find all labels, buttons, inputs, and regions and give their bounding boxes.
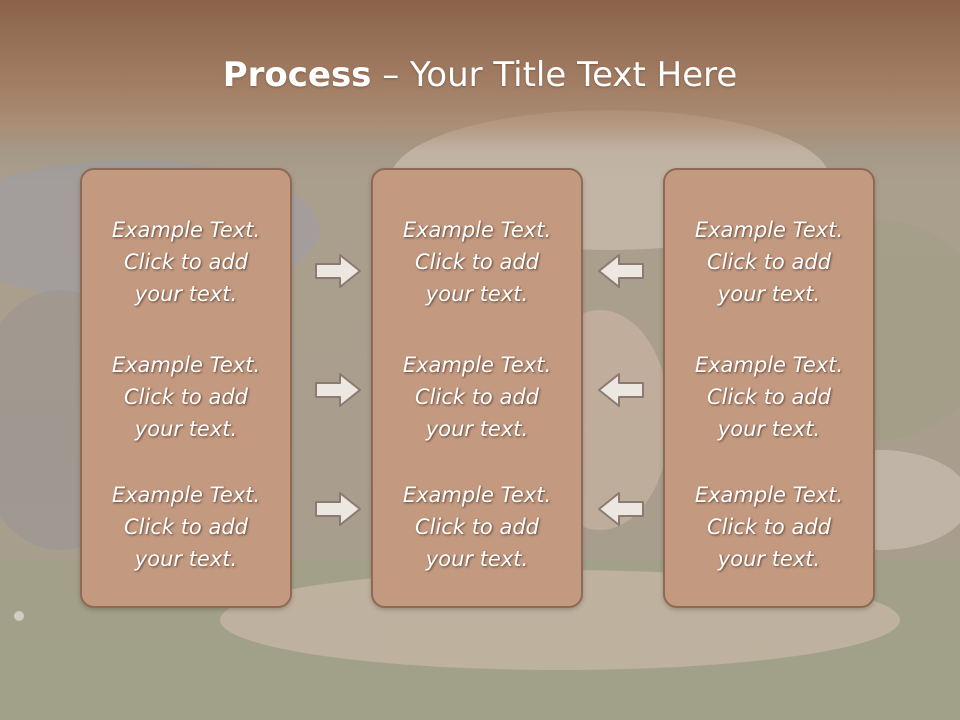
- text-line: Click to add: [414, 250, 539, 274]
- text-line: Example Text.: [402, 218, 552, 242]
- arrow-left-icon[interactable]: [597, 372, 645, 408]
- text-line: Example Text.: [402, 483, 552, 507]
- title-rest: – Your Title Text Here: [371, 55, 738, 95]
- text-line: your text.: [134, 547, 238, 571]
- text-line: your text.: [134, 417, 238, 441]
- text-line: Click to add: [706, 515, 831, 539]
- text-line: Example Text.: [402, 353, 552, 377]
- text-line: Example Text.: [111, 483, 261, 507]
- text-line: Example Text.: [694, 483, 844, 507]
- arrow-left-icon[interactable]: [597, 491, 645, 527]
- text-line: your text.: [425, 282, 529, 306]
- text-line: Example Text.: [694, 218, 844, 242]
- text-line: Click to add: [706, 385, 831, 409]
- slide-title[interactable]: Process – Your Title Text Here: [0, 52, 960, 98]
- text-line: your text.: [717, 417, 821, 441]
- text-block[interactable]: Example Text. Click to add your text.: [665, 479, 873, 575]
- text-line: your text.: [134, 282, 238, 306]
- arrow-left-icon[interactable]: [597, 253, 645, 289]
- text-line: your text.: [425, 547, 529, 571]
- text-block[interactable]: Example Text. Click to add your text.: [82, 479, 290, 575]
- text-block[interactable]: Example Text. Click to add your text.: [373, 479, 581, 575]
- text-line: your text.: [717, 282, 821, 306]
- center-panel[interactable]: Example Text. Click to add your text. Ex…: [371, 168, 583, 608]
- text-line: your text.: [717, 547, 821, 571]
- text-line: Click to add: [123, 250, 248, 274]
- text-block[interactable]: Example Text. Click to add your text.: [82, 349, 290, 445]
- left-panel[interactable]: Example Text. Click to add your text. Ex…: [80, 168, 292, 608]
- text-block[interactable]: Example Text. Click to add your text.: [82, 214, 290, 310]
- text-line: Click to add: [414, 515, 539, 539]
- arrow-right-icon[interactable]: [314, 372, 362, 408]
- arrow-right-icon[interactable]: [314, 253, 362, 289]
- text-line: Click to add: [123, 515, 248, 539]
- text-line: your text.: [425, 417, 529, 441]
- text-line: Example Text.: [111, 353, 261, 377]
- text-line: Example Text.: [111, 218, 261, 242]
- title-bold: Process: [222, 55, 372, 95]
- text-line: Example Text.: [694, 353, 844, 377]
- text-line: Click to add: [414, 385, 539, 409]
- text-block[interactable]: Example Text. Click to add your text.: [665, 349, 873, 445]
- right-panel[interactable]: Example Text. Click to add your text. Ex…: [663, 168, 875, 608]
- text-block[interactable]: Example Text. Click to add your text.: [373, 349, 581, 445]
- text-line: Click to add: [706, 250, 831, 274]
- text-block[interactable]: Example Text. Click to add your text.: [665, 214, 873, 310]
- text-line: Click to add: [123, 385, 248, 409]
- text-block[interactable]: Example Text. Click to add your text.: [373, 214, 581, 310]
- arrow-right-icon[interactable]: [314, 491, 362, 527]
- title-bar: [0, 0, 960, 150]
